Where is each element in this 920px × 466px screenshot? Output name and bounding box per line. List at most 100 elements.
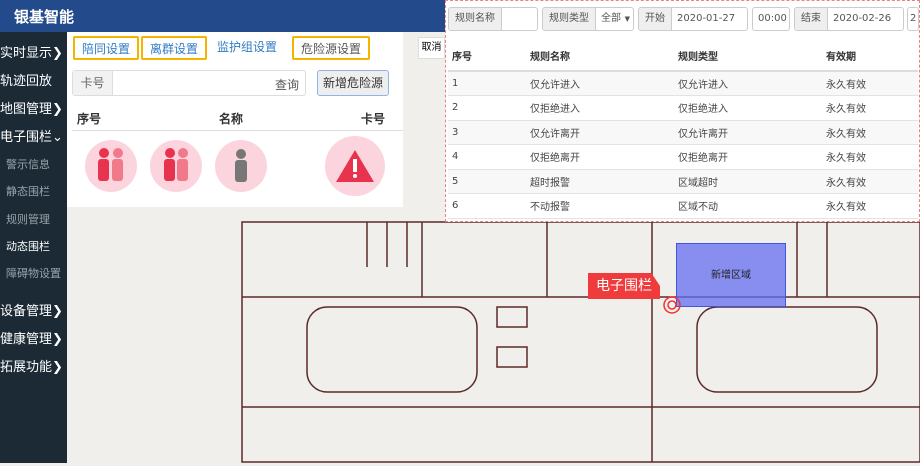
end-label: 结束 [795, 8, 828, 30]
end-date: 2020-02-26 [833, 13, 892, 24]
query-button[interactable]: 查询 [274, 78, 299, 92]
start-label: 开始 [639, 8, 672, 30]
chevron-right-icon: ❯ [52, 102, 63, 117]
sidebar-sub-rules[interactable]: 规则管理 [6, 213, 50, 226]
column-header: 序号 [448, 41, 526, 72]
sidebar-sub-obstacles[interactable]: 障碍物设置 [6, 267, 61, 280]
table-cell: 永久有效 [822, 71, 918, 96]
new-zone[interactable]: 新增区域 [676, 243, 786, 307]
sidebar-item-realtime[interactable]: 实时显示❯ [0, 42, 63, 61]
table-cell: 永久有效 [822, 169, 918, 194]
sidebar-sub-static-fence[interactable]: 静态围栏 [6, 185, 50, 198]
table-cell: 仅拒绝进入 [674, 95, 822, 121]
table-cell: 仅允许进入 [674, 71, 822, 96]
table-cell: 5 [448, 169, 526, 194]
divider [72, 130, 403, 131]
outlier-group-icon [150, 140, 202, 192]
tab-outlier[interactable]: 离群设置 [141, 36, 208, 60]
table-cell: 区域超时 [674, 169, 822, 194]
chevron-right-icon: ❯ [52, 332, 63, 347]
start-time-input[interactable]: 00:00 [752, 7, 790, 31]
card-number-input[interactable]: 卡号 查询 [72, 70, 306, 96]
add-hazard-button[interactable]: 新增危险源 [317, 70, 389, 96]
table-cell: 仅允许离开 [526, 120, 674, 145]
sidebar-item-label: 健康管理 [0, 332, 53, 347]
column-header: 名称 [219, 112, 244, 126]
column-header: 有效期 [822, 41, 918, 72]
table-cell: 仅允许进入 [526, 71, 674, 96]
sidebar-item-label: 地图管理 [0, 102, 53, 117]
column-header: 序号 [77, 112, 102, 126]
column-header: 规则名称 [526, 41, 674, 72]
sidebar-item-label: 设备管理 [0, 304, 53, 319]
sidebar-item-playback[interactable]: 轨迹回放 [0, 70, 52, 89]
sidebar-item-label: 轨迹回放 [0, 74, 53, 89]
rule-name-label: 规则名称 [449, 8, 502, 30]
tab-guardian-group[interactable]: 监护组设置 [217, 40, 278, 54]
table-cell: 永久有效 [822, 193, 918, 219]
sidebar-sub-warning[interactable]: 警示信息 [6, 158, 50, 171]
start-date: 2020-01-27 [677, 13, 736, 24]
table-cell: 永久有效 [822, 144, 918, 170]
table-cell: 仅拒绝离开 [526, 144, 674, 170]
tab-accompany[interactable]: 陪同设置 [73, 36, 140, 60]
fence-label: 电子围栏 [588, 273, 660, 299]
floor-plan-drawing [241, 221, 920, 463]
sidebar-item-devices[interactable]: 设备管理❯ [0, 300, 63, 319]
warning-icon [325, 136, 385, 196]
sidebar-item-fence[interactable]: 电子围栏⌄ [0, 126, 63, 145]
sidebar-sub-dynamic-fence[interactable]: 动态围栏 [6, 240, 50, 253]
table-cell: 永久有效 [822, 120, 918, 145]
target-icon[interactable] [662, 295, 682, 315]
table-cell: 3 [448, 120, 526, 145]
sidebar-item-label: 实时显示 [0, 46, 53, 61]
end-time-input[interactable]: 2 [907, 7, 919, 31]
table-cell: 6 [448, 193, 526, 219]
caret-down-icon: ▼ [624, 15, 630, 23]
sidebar-item-map[interactable]: 地图管理❯ [0, 98, 63, 117]
table-cell: 2 [448, 95, 526, 121]
rule-type-value: 全部 [601, 13, 621, 24]
sidebar-item-extensions[interactable]: 拓展功能❯ [0, 356, 63, 375]
sidebar: 实时显示❯ 轨迹回放 地图管理❯ 电子围栏⌄ 警示信息 静态围栏 规则管理 动态… [0, 32, 67, 463]
tab-hazard[interactable]: 危险源设置 [292, 36, 371, 60]
table-cell: 仅允许离开 [674, 120, 822, 145]
end-time: 2 [910, 13, 917, 24]
person-icon [215, 140, 267, 192]
sidebar-item-label: 拓展功能 [0, 360, 53, 375]
sidebar-item-health[interactable]: 健康管理❯ [0, 328, 63, 347]
table-cell: 不动报警 [526, 193, 674, 219]
start-date-input[interactable]: 开始 2020-01-27 [638, 7, 748, 31]
table-cell: 1 [448, 71, 526, 96]
table-cell: 仅拒绝离开 [674, 144, 822, 170]
start-time: 00:00 [758, 13, 787, 24]
rule-name-filter[interactable]: 规则名称 [448, 7, 538, 31]
chevron-down-icon: ⌄ [52, 130, 63, 145]
chevron-right-icon: ❯ [52, 304, 63, 319]
column-header: 规则类型 [674, 41, 822, 72]
table-cell: 4 [448, 144, 526, 170]
chevron-right-icon: ❯ [52, 360, 63, 375]
rule-type-select[interactable]: 规则类型全部▼ [542, 7, 634, 31]
table-cell: 永久有效 [822, 95, 918, 121]
column-header: 卡号 [361, 112, 386, 126]
end-date-input[interactable]: 结束 2020-02-26 [794, 7, 904, 31]
table-cell: 仅拒绝进入 [526, 95, 674, 121]
table-cell: 超时报警 [526, 169, 674, 194]
cancel-button[interactable]: 取消 [418, 37, 445, 59]
sidebar-item-label: 电子围栏 [0, 130, 53, 145]
app-title: 银基智能 [14, 8, 75, 26]
floor-plan-map[interactable] [67, 207, 920, 463]
rule-type-label: 规则类型 [543, 8, 596, 30]
card-label: 卡号 [73, 71, 113, 95]
table-cell: 区域不动 [674, 193, 822, 219]
chevron-right-icon: ❯ [52, 46, 63, 61]
